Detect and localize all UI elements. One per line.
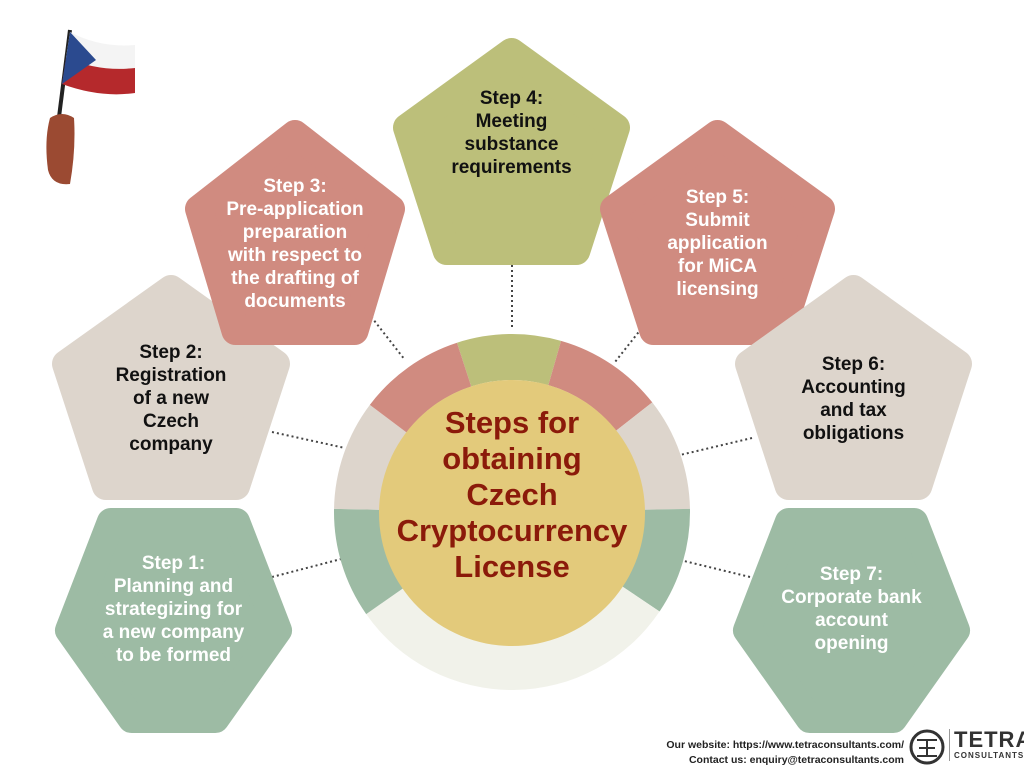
ring-segment	[334, 404, 407, 510]
step-text-line: Accounting	[801, 376, 906, 398]
title-line: Cryptocurrency	[396, 513, 628, 548]
step-text-line: Corporate bank	[781, 587, 922, 609]
step-3-shape	[185, 120, 405, 345]
step-2-shape	[52, 275, 290, 500]
ring-segment	[456, 334, 562, 387]
step-5-shape	[600, 120, 835, 345]
tetra-logo-icon	[909, 729, 945, 765]
step-text-line: with respect to	[227, 244, 363, 266]
step-text-line: obligations	[802, 422, 905, 444]
connector-line	[679, 559, 751, 578]
step-text-line: Czech	[143, 411, 199, 433]
title-line: License	[454, 549, 570, 584]
connector-line	[679, 437, 753, 456]
title-line: Czech	[466, 477, 558, 512]
step-1-shape	[55, 508, 292, 733]
step-text-line: strategizing for	[104, 598, 243, 620]
step-number: Step 1:	[141, 552, 206, 574]
step-text-line: company	[129, 434, 213, 456]
footer-contact: Our website: https://www.tetraconsultant…	[666, 738, 904, 768]
step-text-line: documents	[244, 290, 346, 312]
website-link[interactable]: Our website: https://www.tetraconsultant…	[666, 739, 904, 751]
step-number: Step 4:	[479, 87, 544, 109]
ring-segment	[616, 402, 690, 510]
step-number: Step 6:	[821, 353, 886, 375]
connector-line	[614, 304, 661, 363]
contact-email[interactable]: Contact us: enquiry@tetraconsultants.com	[688, 754, 904, 766]
step-text-line: of a new	[132, 388, 209, 410]
title-line: obtaining	[442, 441, 582, 476]
step-text-line: opening	[814, 633, 889, 655]
step-text-line: substance	[464, 133, 559, 155]
step-text-line: the drafting of	[231, 267, 359, 289]
step-text-line: licensing	[676, 279, 759, 301]
ring-segment	[548, 340, 653, 431]
ring-segment	[334, 508, 404, 615]
step-6-shape	[735, 275, 972, 500]
logo-name: TETRA	[954, 727, 1024, 752]
step-text-line: Registration	[115, 365, 227, 387]
step-text-line: and tax	[820, 399, 887, 421]
step-number: Step 7:	[819, 564, 884, 586]
step-text-line: Planning and	[113, 575, 234, 597]
title-line: Steps for	[444, 405, 580, 440]
step-text-line: account	[815, 610, 888, 632]
tetra-logo: TETRA CONSULTANTS	[947, 729, 1024, 761]
step-number: Step 5:	[685, 187, 750, 209]
center-circle	[379, 380, 645, 646]
czech-flag-icon	[46, 29, 135, 185]
step-text-line: Pre-application	[226, 198, 364, 220]
step-number: Step 3:	[263, 175, 327, 197]
ring-segment	[366, 585, 660, 690]
step-text-line: preparation	[242, 221, 348, 243]
ring-segment	[621, 508, 690, 612]
step-text-line: requirements	[451, 156, 572, 178]
ring-segment	[369, 342, 472, 433]
step-text-line: to be formed	[115, 644, 232, 666]
step-text-line: Submit	[685, 210, 750, 232]
step-4-shape	[393, 38, 630, 265]
logo-subtitle: CONSULTANTS	[954, 751, 1024, 760]
step-text-line: a new company	[102, 621, 245, 643]
step-text-line: for MiCA	[677, 256, 758, 278]
step-7-shape	[733, 508, 970, 733]
step-number: Step 2:	[139, 342, 203, 364]
step-text-line: Meeting	[475, 110, 548, 132]
step-text-line: application	[667, 233, 768, 255]
